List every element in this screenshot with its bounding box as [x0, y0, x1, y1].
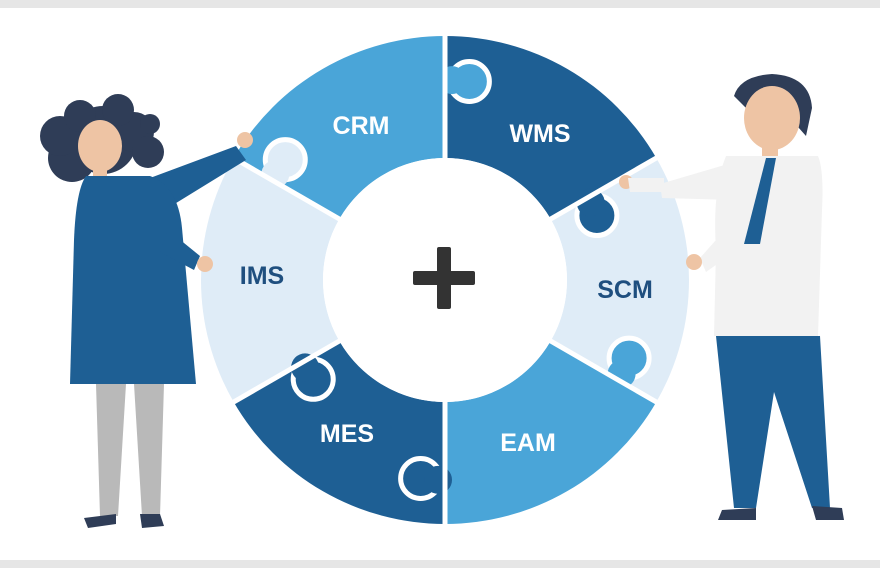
puzzle-tab-join-2 [607, 359, 636, 388]
man-arm-upper-sleeve [628, 178, 664, 192]
label-crm: CRM [333, 112, 390, 140]
man-neck [762, 142, 778, 158]
man-face [744, 86, 800, 150]
label-mes: MES [320, 420, 374, 448]
puzzle-tab-join-1 [576, 188, 605, 217]
plus-icon [413, 247, 475, 309]
puzzle-gap-0 [230, 154, 343, 223]
label-scm: SCM [597, 276, 653, 304]
puzzle-tabs [261, 58, 652, 502]
man-tie [744, 158, 776, 244]
woman-figure [40, 94, 253, 528]
woman-arm-lower [160, 230, 200, 270]
puzzle-piece-wms [445, 36, 657, 219]
label-eam: EAM [500, 429, 556, 457]
label-ims: IMS [240, 262, 284, 290]
man-pants [716, 336, 830, 508]
puzzle-tab-join-0 [437, 66, 466, 95]
puzzle-piece-eam [445, 341, 657, 524]
man-hand-bottom [686, 254, 702, 270]
top-border [0, 0, 880, 8]
puzzle-tab-join-5 [261, 160, 290, 189]
puzzle-gap-3 [547, 337, 660, 406]
woman-arm-raised [150, 146, 246, 208]
puzzle-piece-mes [233, 341, 445, 524]
man-arm-lower [700, 240, 720, 272]
woman-face [78, 120, 122, 172]
man-arm-upper [660, 164, 734, 200]
woman-hand-bottom [197, 256, 213, 272]
puzzle-gaps [230, 34, 660, 526]
woman-hand-top [237, 132, 253, 148]
woman-dress [70, 176, 196, 384]
puzzle-gap-2 [547, 154, 660, 223]
man-figure [619, 74, 844, 520]
man-shoes [718, 506, 844, 520]
man-shirt [714, 156, 823, 336]
label-wms: WMS [509, 120, 570, 148]
puzzle-tab-join-3 [424, 465, 453, 494]
bottom-border [0, 560, 880, 568]
puzzle-gap-5 [230, 337, 343, 406]
woman-legs [96, 384, 164, 516]
woman-shoes [84, 514, 164, 528]
puzzle-piece-ims [200, 158, 340, 402]
puzzle-tab-join-4 [291, 353, 320, 382]
